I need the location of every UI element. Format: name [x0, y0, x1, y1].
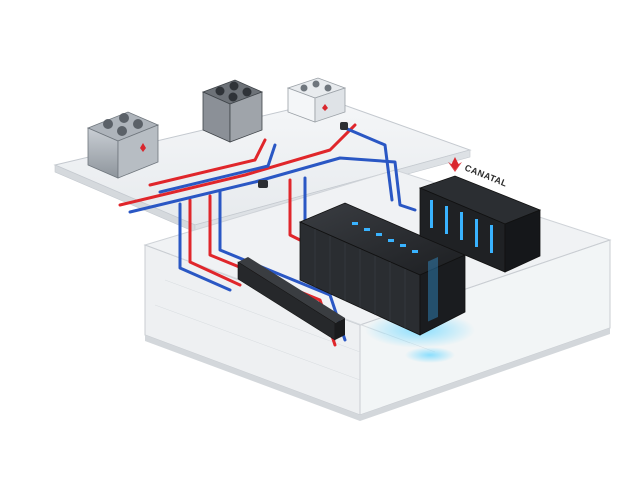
- rack-led-strip: [352, 222, 418, 253]
- cooling-distribution-unit: [237, 257, 345, 341]
- return-pipe-branch: [158, 143, 277, 194]
- dry-cooler-unit: [286, 77, 347, 123]
- return-pipe-drop-1: [178, 202, 232, 292]
- supply-pipe-branch: [148, 138, 267, 187]
- supply-pipe-main: [118, 123, 357, 207]
- chiller-unit-middle: [201, 79, 264, 143]
- maple-leaf-icon: [140, 143, 146, 152]
- pump-units: [258, 122, 348, 188]
- supply-pipe-drop-1: [188, 198, 242, 287]
- server-rack-block-center: [298, 202, 466, 336]
- maple-leaf-icon: [448, 157, 462, 172]
- return-pipe-right: [343, 126, 394, 202]
- return-pipe-main: [128, 156, 417, 214]
- supply-pipe-drop-3: [288, 178, 302, 242]
- server-rack-row-right: [418, 175, 542, 273]
- chiller-unit-left: [86, 111, 160, 179]
